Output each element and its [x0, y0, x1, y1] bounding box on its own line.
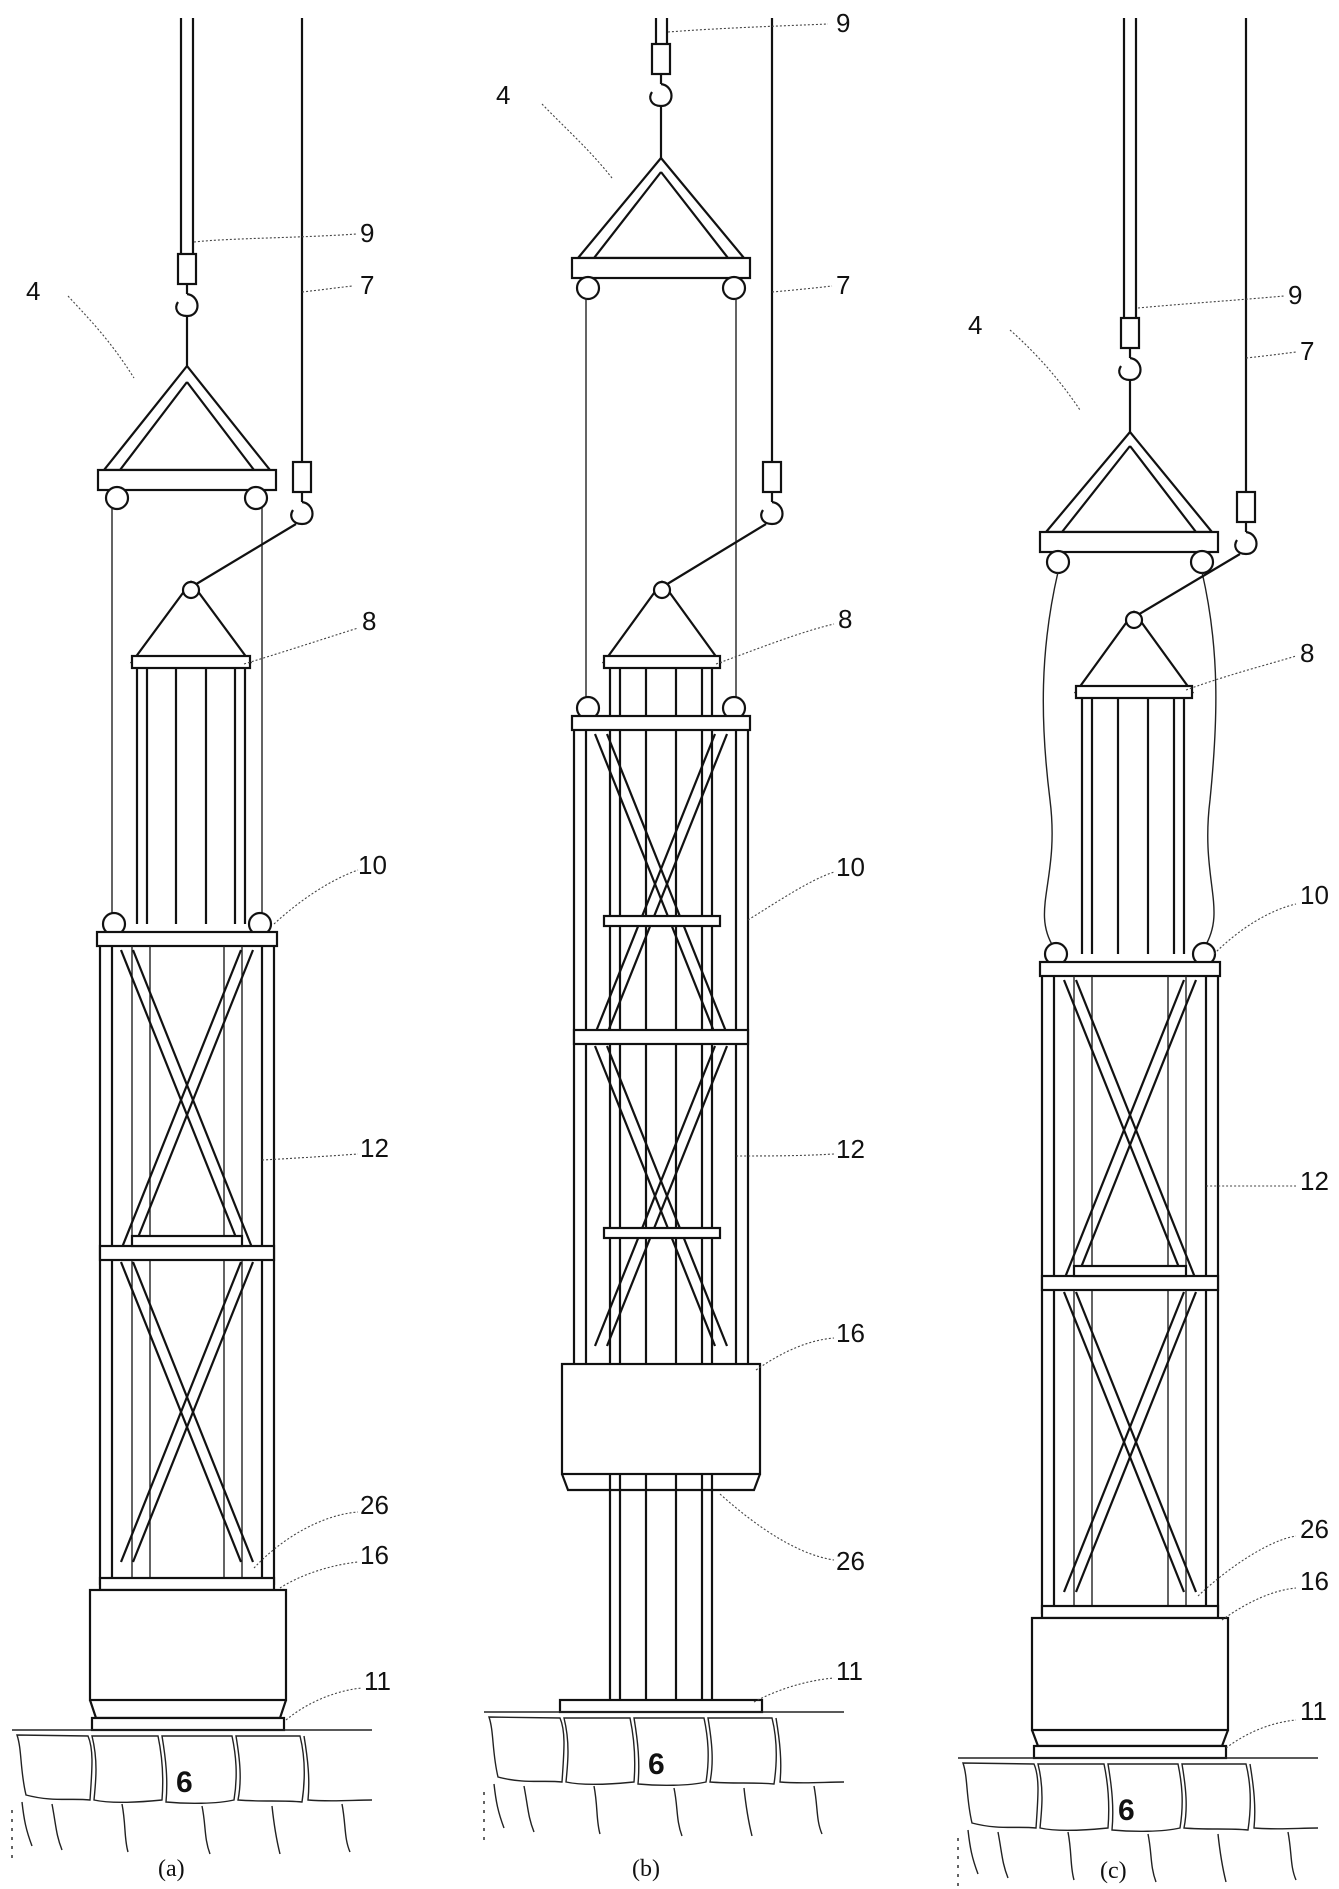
label-b-7: 7: [836, 270, 850, 300]
label-c-4: 4: [968, 310, 982, 340]
label-c-11: 11: [1300, 1696, 1327, 1726]
label-b-10: 10: [836, 852, 865, 882]
panel-b: [483, 18, 845, 1843]
label-a-12: 12: [360, 1133, 389, 1163]
label-a-9: 9: [360, 218, 374, 248]
panel-a: [11, 18, 373, 1861]
label-c-8: 8: [1300, 638, 1314, 668]
label-b-16: 16: [836, 1318, 865, 1348]
label-b-9: 9: [836, 8, 850, 38]
label-a-4: 4: [26, 276, 40, 306]
label-a-26: 26: [360, 1490, 389, 1520]
label-a-8: 8: [362, 606, 376, 636]
label-a-10: 10: [358, 850, 387, 880]
label-c-9: 9: [1288, 280, 1302, 310]
label-c-12: 12: [1300, 1166, 1329, 1196]
label-a-7: 7: [360, 270, 374, 300]
caption-c: (c): [1100, 1858, 1127, 1884]
caption-a: (a): [158, 1856, 185, 1882]
label-c-7: 7: [1300, 336, 1314, 366]
label-b-6: 6: [648, 1748, 665, 1781]
label-a-11: 11: [364, 1666, 391, 1696]
label-b-11: 11: [836, 1656, 863, 1686]
label-a-16: 16: [360, 1540, 389, 1570]
label-c-16: 16: [1300, 1566, 1329, 1596]
label-c-10: 10: [1300, 880, 1329, 910]
label-c-6: 6: [1118, 1794, 1135, 1827]
caption-b: (b): [632, 1856, 660, 1882]
label-c-26: 26: [1300, 1514, 1329, 1544]
label-b-12: 12: [836, 1134, 865, 1164]
label-b-4: 4: [496, 80, 510, 110]
panel-c: [957, 18, 1319, 1889]
label-a-6: 6: [176, 1766, 193, 1799]
label-b-8: 8: [838, 604, 852, 634]
label-b-26: 26: [836, 1546, 865, 1576]
